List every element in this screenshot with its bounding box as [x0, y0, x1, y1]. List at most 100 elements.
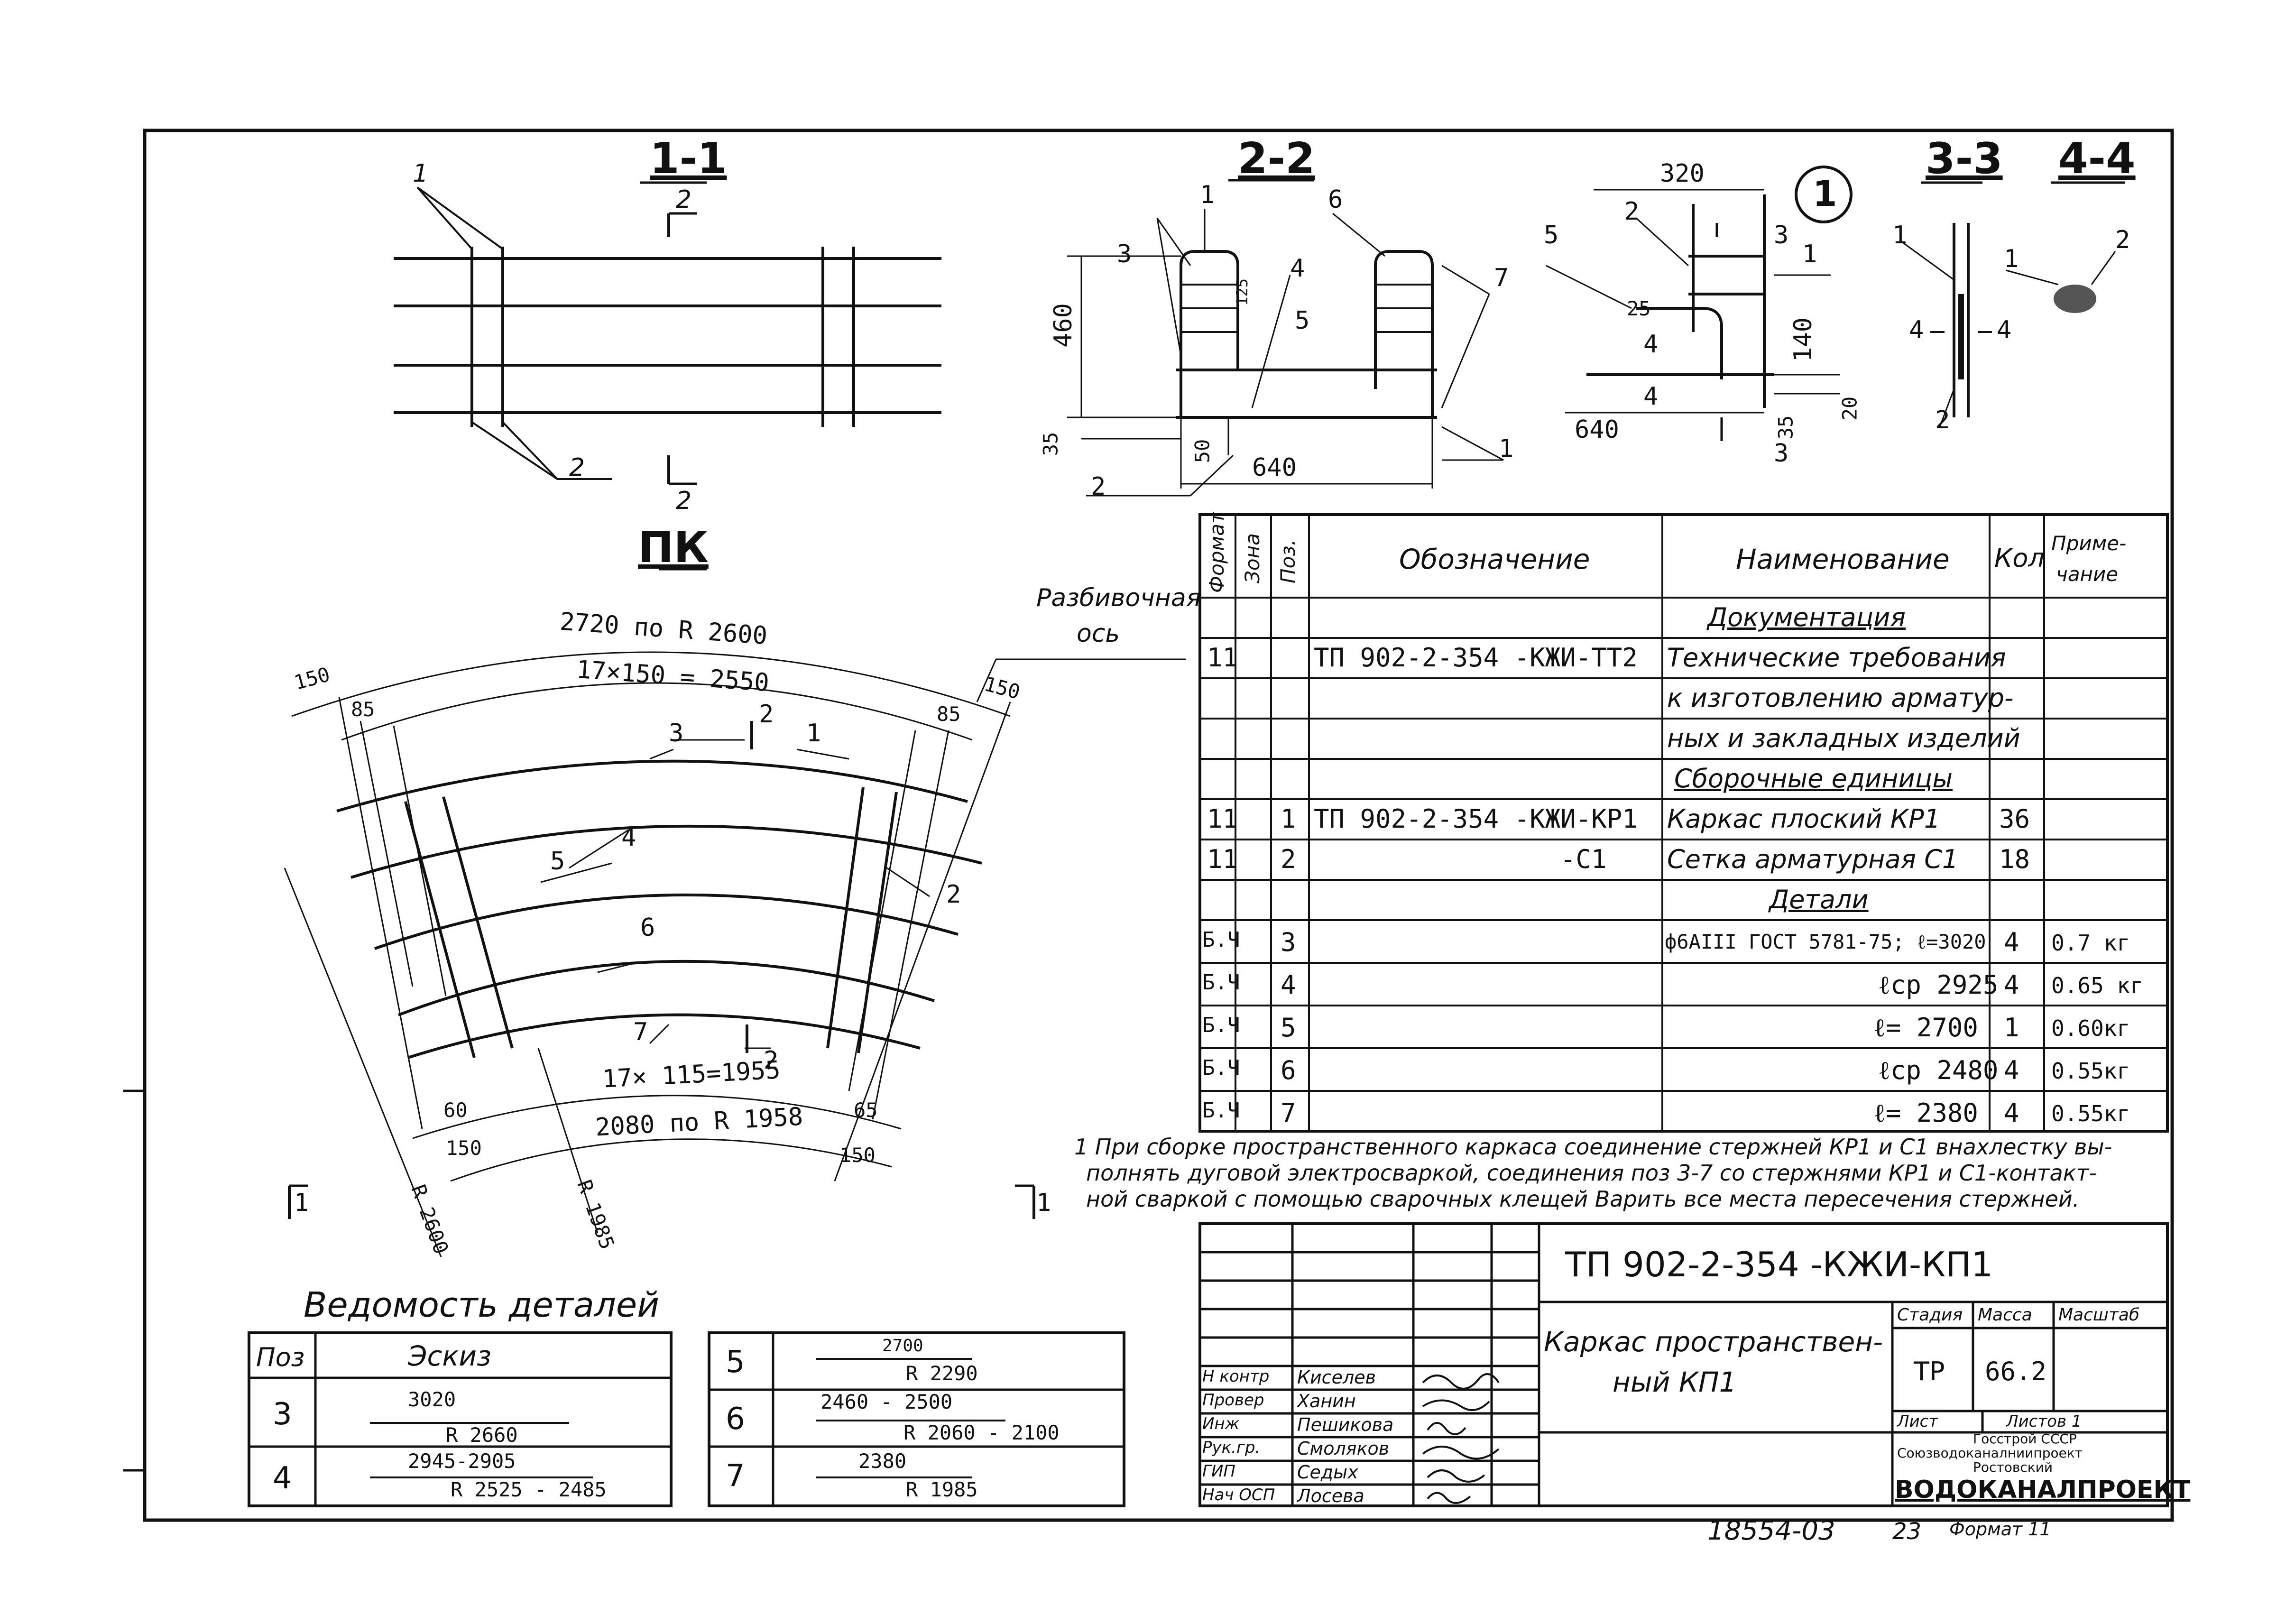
spec-row-qty: 4 [2004, 1098, 2019, 1128]
pk-plan-graphic [284, 568, 1186, 1257]
stamp-org-1: Госстрой СССР [1973, 1431, 2077, 1447]
node-dim-640: 640 [1575, 415, 1619, 444]
spec-row-fmt: Б.Ч [1202, 928, 1240, 952]
s22-mark-7: 7 [1494, 264, 1509, 292]
spec-row-name: ℓср 2480 [1878, 1055, 1999, 1085]
detail-pos: 7 [726, 1458, 745, 1494]
spec-hdr-note-1: Приме- [2051, 532, 2127, 555]
spec-row-pos: 7 [1281, 1098, 1296, 1128]
spec-row-note: 0.55кг [2051, 1058, 2130, 1084]
stamp-role: Провер [1202, 1391, 1264, 1410]
footer-page: 23 [1892, 1518, 1922, 1545]
pk-title: ПК [638, 523, 709, 572]
s22-mark-6: 6 [1328, 185, 1343, 214]
details-title: Ведомость деталей [304, 1285, 659, 1325]
spec-row-qty: 4 [2004, 970, 2019, 1000]
stamp-org-4: ВОДОКАНАЛПРОЕКТ [1895, 1476, 2191, 1504]
s11-mark-2: 2 [569, 453, 585, 482]
detail-pos: 6 [726, 1402, 745, 1437]
stamp-person: Смоляков [1297, 1438, 1390, 1459]
stamp-person: Седых [1297, 1462, 1358, 1483]
detail-pos: 5 [726, 1345, 745, 1380]
spec-row-name: ℓ= 2380 [1873, 1098, 1978, 1128]
spec-row-qty: 1 [2004, 1013, 2019, 1043]
spec-row-name: ных и закладных изделий [1667, 723, 2020, 753]
pk-mark-1: 1 [806, 719, 821, 747]
spec-row-qty: 4 [2004, 927, 2019, 957]
spec-section-assembly: Сборочные единицы [1674, 764, 1953, 794]
spec-row-fmt: Б.Ч [1202, 1056, 1240, 1080]
stamp-mass-header: Масса [1978, 1305, 2032, 1325]
title-block-grid [1198, 1222, 2169, 1507]
spec-row-name: к изготовлению арматур- [1667, 683, 2014, 713]
node-dim-320: 320 [1660, 159, 1705, 188]
pk-dim-150d: 150 [839, 1144, 876, 1167]
spec-row-fmt: Б.Ч [1202, 1098, 1240, 1123]
stamp-role: Н контр [1202, 1367, 1270, 1386]
spec-section-docs: Документация [1707, 602, 1906, 632]
spec-hdr-name: Наименование [1736, 543, 1950, 575]
s22-mark-5: 5 [1295, 306, 1310, 335]
stamp-sheets: Листов 1 [2006, 1412, 2082, 1431]
section-4-4-title: 4-4 [2058, 134, 2136, 184]
detail-radius: R 2060 - 2100 [903, 1421, 1060, 1444]
pk-mark-7: 7 [633, 1018, 648, 1046]
spec-row-pos: 3 [1281, 927, 1296, 957]
section-1-1-title: 1-1 [650, 134, 727, 184]
detail-length: 2460 - 2500 [820, 1390, 953, 1413]
pk-axis-label-1: Разбивочная [1036, 584, 1201, 612]
stamp-role: Рук.гр. [1202, 1438, 1261, 1457]
node-dim-25: 25 [1627, 297, 1651, 320]
detail-length: 2380 [858, 1449, 907, 1473]
pk-mark-3: 3 [669, 719, 684, 747]
note-line-3: ной сваркой с помощью сварочных клещей В… [1086, 1186, 2080, 1212]
spec-row-qty: 18 [1999, 844, 2030, 874]
detail-length: 2700 [882, 1336, 923, 1356]
stamp-role: Нач ОСП [1202, 1486, 1275, 1504]
stamp-org-3: Ростовский [1973, 1459, 2053, 1475]
section-3-3-4-4-graphic [1901, 181, 2125, 427]
node-mark-5: 5 [1544, 221, 1559, 249]
pk-cut-2-top: 2 [759, 700, 774, 729]
pk-mark-6: 6 [640, 914, 655, 942]
s22-mark-1: 1 [1200, 181, 1215, 209]
spec-row-name: Технические требования [1667, 643, 2006, 673]
s22-mark-1b: 1 [1499, 434, 1514, 463]
details-hdr-pos: Поз [256, 1342, 305, 1372]
spec-row-fmt: 11 [1207, 804, 1238, 834]
node-1-graphic [1546, 166, 1853, 441]
spec-row-name: Каркас плоский КР1 [1667, 804, 1941, 834]
node-mark-1: 1 [1802, 240, 1817, 268]
section-3-3-title: 3-3 [1926, 134, 2003, 184]
footer-number: 18554-03 [1707, 1515, 1835, 1546]
spec-section-parts: Детали [1769, 885, 1869, 914]
detail-length: 2945-2905 [408, 1449, 516, 1473]
pk-cut-1-left: 1 [294, 1189, 309, 1217]
section-1-1-graphic [394, 181, 941, 485]
spec-row-des: ТП 902-2-354 -КЖИ-КР1 [1314, 804, 1638, 834]
section-2-2-title: 2-2 [1238, 134, 1315, 184]
spec-row-fmt: Б.Ч [1202, 1013, 1240, 1037]
node-mark-4a: 4 [1643, 330, 1659, 359]
node-mark-2: 2 [1624, 197, 1640, 226]
details-hdr-sketch: Эскиз [408, 1340, 491, 1372]
s22-mark-3: 3 [1117, 240, 1132, 268]
stamp-code: ТП 902-2-354 -КЖИ-КП1 [1565, 1245, 1993, 1284]
stamp-title-1: Каркас пространствен- [1544, 1326, 1883, 1358]
pk-dim-85a: 85 [351, 698, 375, 721]
stamp-role: ГИП [1202, 1462, 1235, 1481]
pk-dim-65: 65 [854, 1098, 878, 1122]
spec-row-fmt: Б.Ч [1202, 970, 1240, 995]
sheet-frame [143, 129, 2174, 1522]
detail-pos: 3 [273, 1397, 292, 1432]
spec-table-grid [1198, 513, 2169, 1133]
spec-row-pos: 2 [1281, 844, 1296, 874]
node-1-label: 1 [1813, 174, 1837, 214]
spec-row-note: 0.60кг [2051, 1015, 2130, 1041]
spec-row-qty: 36 [1999, 804, 2030, 834]
pk-dim-60: 60 [443, 1098, 468, 1122]
s11-mark-1: 1 [413, 159, 429, 188]
note-line-2: полнять дуговой электросваркой, соединен… [1086, 1160, 2097, 1186]
